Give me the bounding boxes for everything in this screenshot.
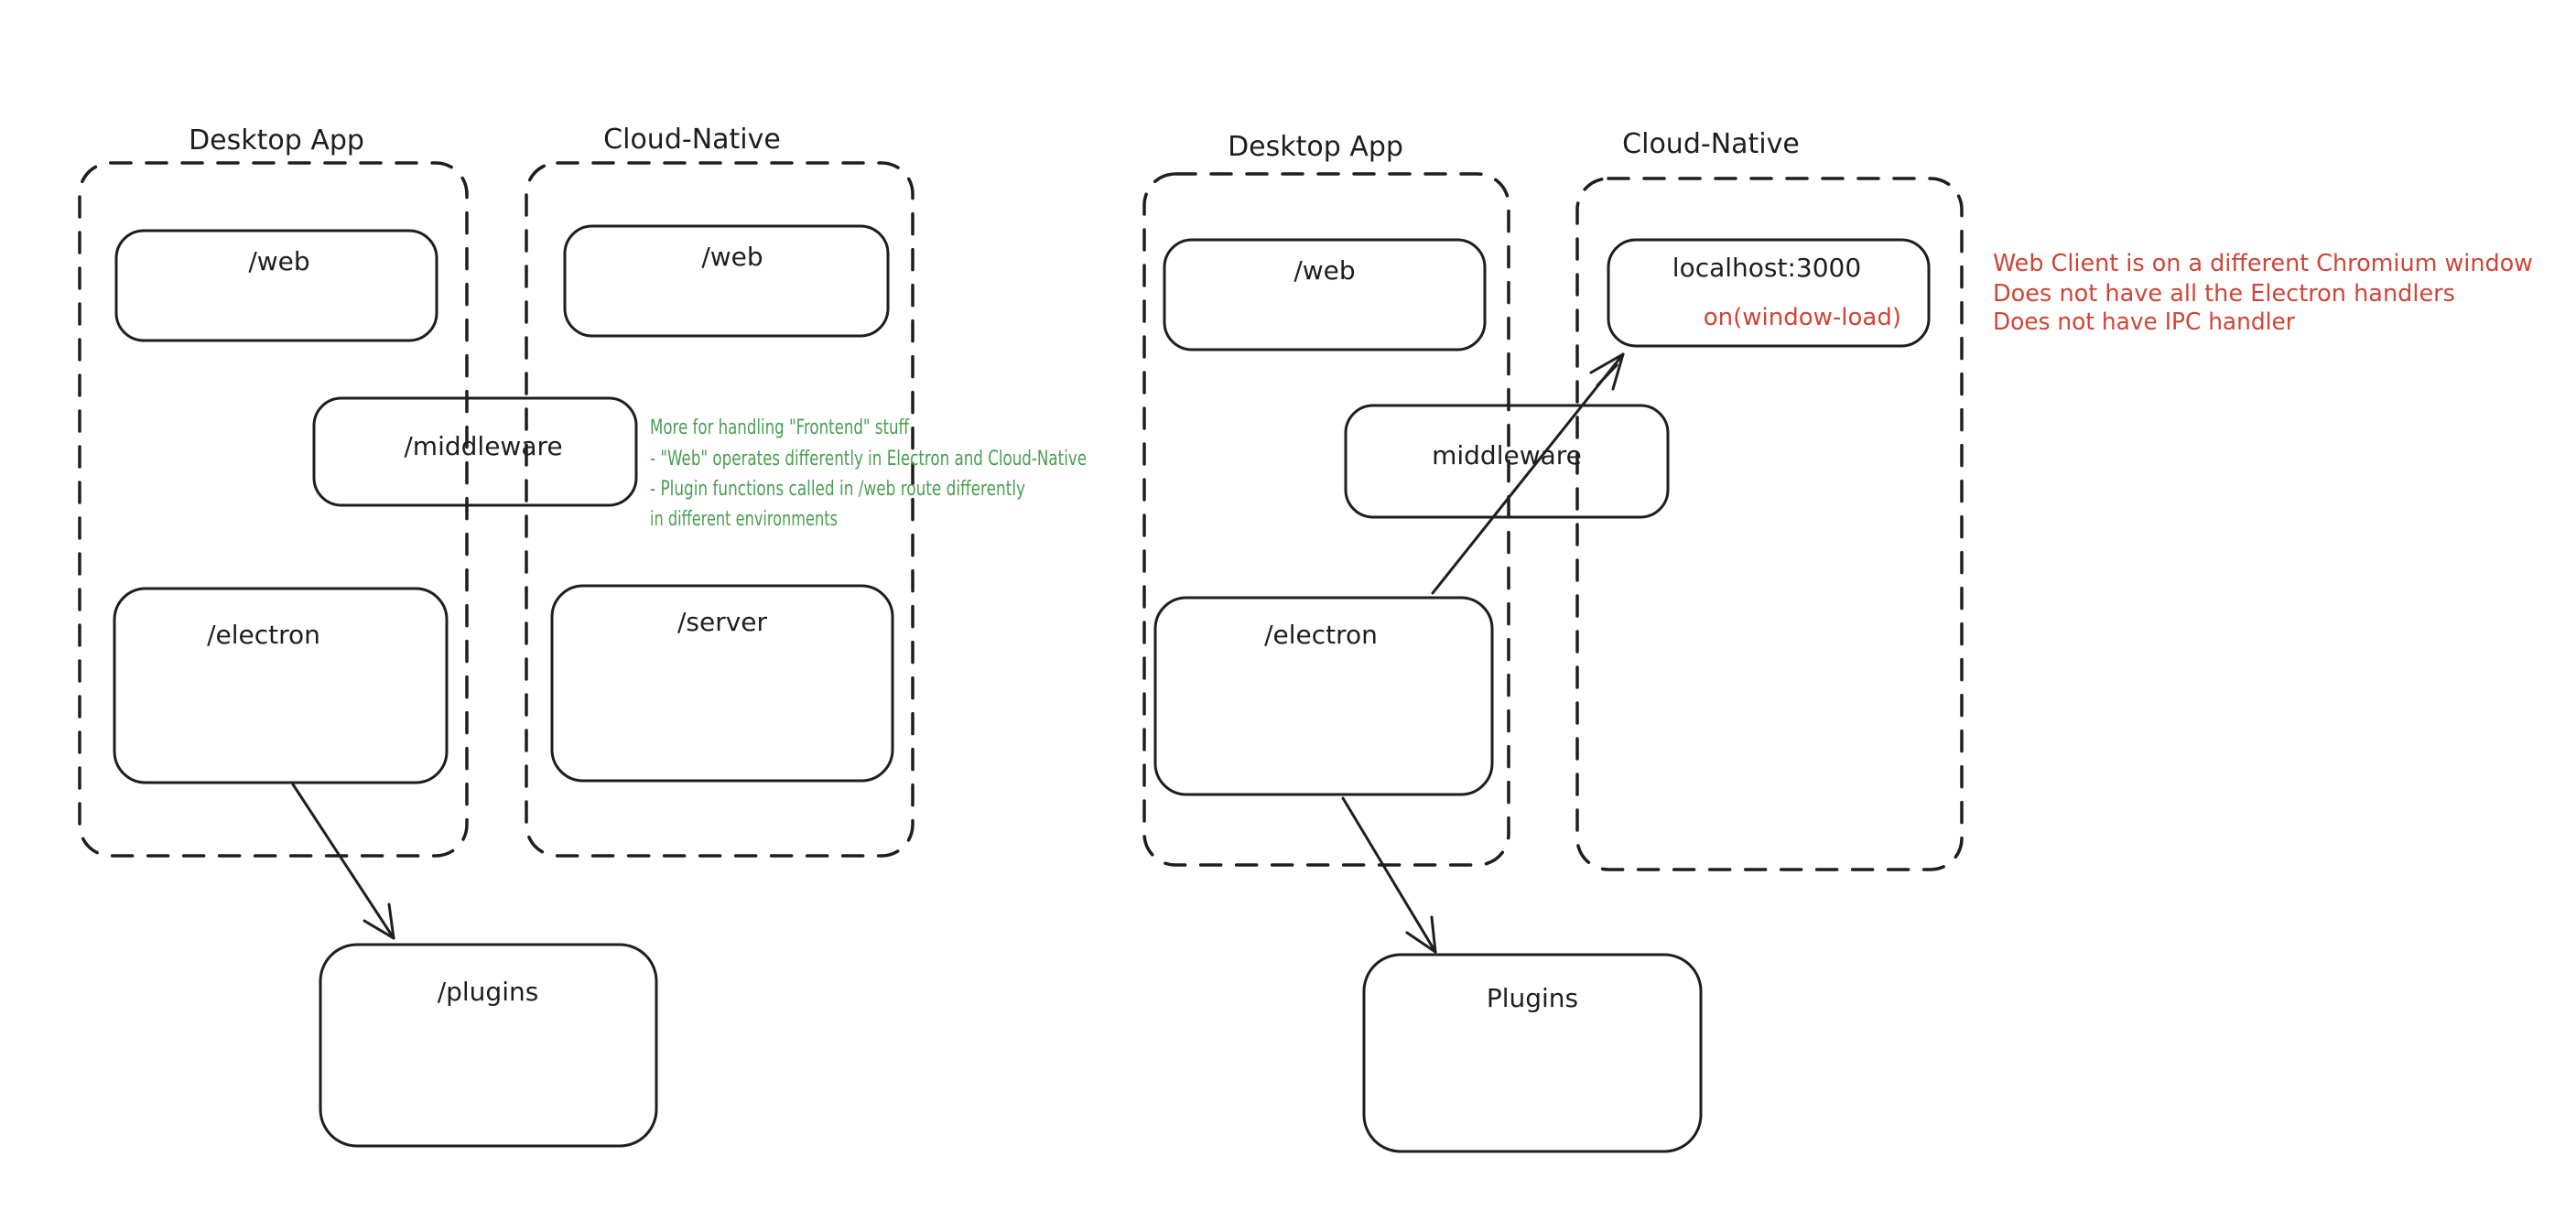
right-middleware-node <box>1344 404 1670 519</box>
green-annotation-line-3: - Plugin functions called in /web route … <box>650 478 1025 501</box>
left-middleware-node <box>312 396 638 507</box>
green-annotation-line-2: - "Web" operates differently in Electron… <box>650 448 1087 470</box>
right-plugins-node <box>1362 953 1703 1153</box>
left-electron-node <box>113 587 449 784</box>
left-cloud-native-container <box>525 161 915 858</box>
left-desktop-web-node <box>114 229 438 342</box>
left-cloud-web-node <box>563 224 890 338</box>
right-cloud-native-label: Cloud-Native <box>1622 128 1800 160</box>
right-electron-to-plugins-arrow <box>1341 796 1437 954</box>
left-desktop-app-label: Desktop App <box>189 124 364 157</box>
localhost-node <box>1607 238 1931 348</box>
server-node <box>550 584 894 783</box>
red-annotation-line-3: Does not have IPC handler <box>1993 308 2295 336</box>
right-desktop-web-node <box>1163 238 1487 351</box>
right-electron-label: /electron <box>1264 620 1378 650</box>
left-desktop-app-container <box>78 161 469 858</box>
right-desktop-web-label: /web <box>1293 255 1355 286</box>
localhost-label: localhost:3000 <box>1672 253 1861 283</box>
green-annotation-line-1: More for handling "Frontend" stuff <box>650 416 910 439</box>
server-label: /server <box>677 607 768 637</box>
right-desktop-app-label: Desktop App <box>1228 131 1403 163</box>
red-annotation: Web Client is on a different Chromium wi… <box>1993 250 2533 336</box>
left-plugins-node <box>319 943 658 1148</box>
left-plugins-label: /plugins <box>438 977 539 1007</box>
left-electron-to-plugins-arrow <box>291 783 395 940</box>
red-annotation-line-2: Does not have all the Electron handlers <box>1993 280 2455 308</box>
left-cloud-web-label: /web <box>701 242 763 272</box>
left-cloud-native-label: Cloud-Native <box>603 124 781 156</box>
right-cloud-native-container <box>1575 177 1964 871</box>
left-middleware-label: /middleware <box>404 431 562 461</box>
red-annotation-line-1: Web Client is on a different Chromium wi… <box>1993 250 2533 277</box>
right-desktop-app-container <box>1142 172 1510 867</box>
left-desktop-web-label: /web <box>248 246 309 276</box>
green-annotation-line-4: in different environments <box>650 508 838 531</box>
right-middleware-label: middleware <box>1432 440 1582 470</box>
window-load-label: on(window-load) <box>1704 304 1901 331</box>
green-annotation: More for handling "Frontend" stuff - "We… <box>650 416 1087 531</box>
right-electron-node <box>1153 596 1494 796</box>
electron-to-localhost-arrow <box>1431 352 1625 595</box>
left-electron-label: /electron <box>207 620 320 650</box>
right-plugins-label: Plugins <box>1487 983 1578 1013</box>
